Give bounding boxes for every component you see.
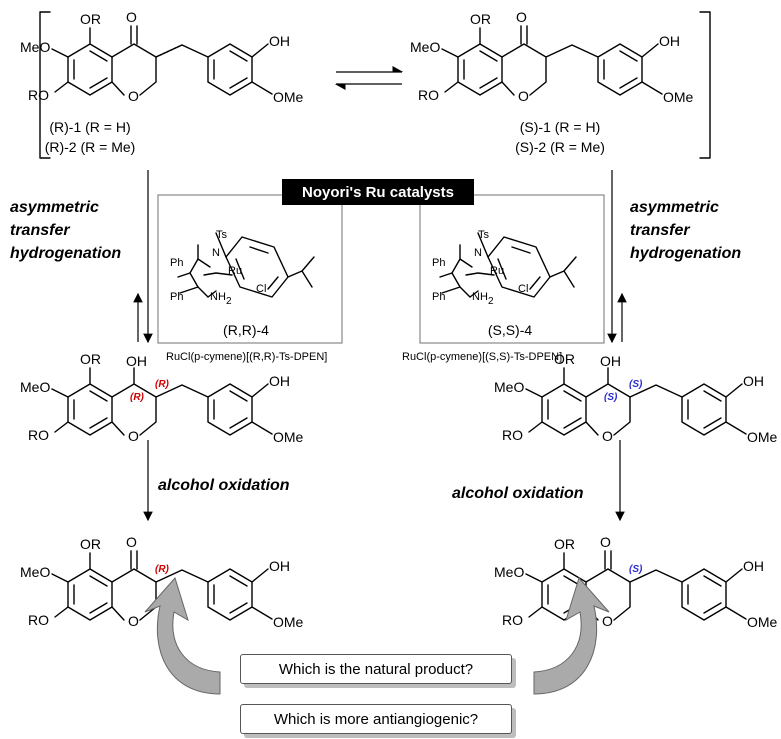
- or-label: OR: [80, 351, 101, 367]
- h2-subscript: 2: [488, 296, 494, 307]
- stereo-r-label: (R): [155, 564, 170, 575]
- n-label: N: [474, 247, 482, 259]
- ro-label: RO: [502, 612, 523, 628]
- ome-label: OMe: [273, 429, 304, 445]
- hydroxyl-label: OH: [126, 353, 147, 369]
- ome-label: OMe: [273, 614, 304, 630]
- ro-label: RO: [28, 427, 49, 443]
- compound-label-r2: (R)-2 (R = Me): [45, 139, 136, 155]
- or-label: OR: [554, 351, 575, 367]
- side-text-right-3: hydrogenation: [630, 245, 741, 262]
- ketone-o-label: O: [126, 534, 137, 550]
- stereo-r-label: (R): [155, 379, 170, 390]
- meo-label: MeO: [494, 379, 524, 395]
- h2-subscript: 2: [226, 296, 232, 307]
- ru-label: Ru: [228, 265, 242, 277]
- meo-label: MeO: [494, 564, 524, 580]
- oh-label: OH: [659, 33, 680, 49]
- meo-label: MeO: [20, 39, 50, 55]
- or-label: OR: [80, 536, 101, 552]
- side-text-left-1: asymmetric: [10, 199, 99, 216]
- meo-label: MeO: [20, 379, 50, 395]
- or-label: OR: [470, 11, 491, 27]
- side-text-right-2: transfer: [630, 222, 690, 239]
- catalyst-title-banner: Noyori's Ru catalysts: [282, 179, 474, 205]
- hydroxyl-label: OH: [600, 353, 621, 369]
- compound-label-r1: (R)-1 (R = H): [49, 119, 130, 135]
- stereo-s-label: (S): [604, 392, 618, 403]
- ph-label: Ph: [170, 257, 183, 269]
- ring-o-label: O: [128, 88, 139, 104]
- or-label: OR: [80, 11, 101, 27]
- ro-label: RO: [28, 612, 49, 628]
- oh-label: OH: [743, 373, 764, 389]
- catalyst-label-ss: (S,S)-4: [488, 322, 533, 338]
- nh-label: NH: [210, 291, 226, 303]
- compound-label-s1: (S)-1 (R = H): [520, 119, 601, 135]
- n-label: N: [212, 247, 220, 259]
- side-text-left-3: hydrogenation: [10, 245, 121, 262]
- ome-label: OMe: [747, 429, 778, 445]
- or-label: OR: [554, 536, 575, 552]
- ome-label: OMe: [747, 614, 778, 630]
- ph-label: Ph: [170, 291, 183, 303]
- meo-label: MeO: [20, 564, 50, 580]
- cl-label: Cl: [518, 283, 528, 295]
- cl-label: Cl: [256, 283, 266, 295]
- oh-label: OH: [743, 558, 764, 574]
- meo-label: MeO: [410, 39, 440, 55]
- ome-label: OMe: [663, 89, 694, 105]
- ro-label: RO: [502, 427, 523, 443]
- ro-label: RO: [418, 87, 439, 103]
- oh-label: OH: [269, 33, 290, 49]
- ro-label: RO: [28, 87, 49, 103]
- nh-label: NH: [472, 291, 488, 303]
- ts-label: Ts: [478, 229, 490, 241]
- stereo-s-label: (S): [629, 564, 643, 575]
- ph-label: Ph: [432, 257, 445, 269]
- stereo-s-label: (S): [629, 379, 643, 390]
- catalyst-formula-rr: RuCl(p-cymene)[(R,R)-Ts-DPEN]: [166, 351, 327, 363]
- ring-o-label: O: [518, 88, 529, 104]
- oxidation-label-right: alcohol oxidation: [452, 485, 584, 502]
- ring-o-label: O: [602, 428, 613, 444]
- ome-label: OMe: [273, 89, 304, 105]
- oxidation-label-left: alcohol oxidation: [158, 477, 290, 494]
- question-natural-product: Which is the natural product?: [240, 654, 512, 684]
- oh-label: OH: [269, 373, 290, 389]
- ts-label: Ts: [216, 229, 228, 241]
- side-text-right-1: asymmetric: [630, 199, 719, 216]
- ketone-o-label: O: [126, 9, 137, 25]
- ketone-o-label: O: [600, 534, 611, 550]
- ring-o-label: O: [602, 613, 613, 629]
- ring-o-label: O: [128, 613, 139, 629]
- ph-label: Ph: [432, 291, 445, 303]
- ru-label: Ru: [490, 265, 504, 277]
- catalyst-label-rr: (R,R)-4: [223, 322, 269, 338]
- ring-o-label: O: [128, 428, 139, 444]
- question-antiangiogenic: Which is more antiangiogenic?: [240, 704, 512, 734]
- compound-label-s2: (S)-2 (R = Me): [515, 139, 605, 155]
- stereo-r-label: (R): [130, 392, 145, 403]
- catalyst-formula-ss: RuCl(p-cymene)[(S,S)-Ts-DPEN]: [402, 351, 562, 363]
- side-text-left-2: transfer: [10, 222, 70, 239]
- oh-label: OH: [269, 558, 290, 574]
- ketone-o-label: O: [516, 9, 527, 25]
